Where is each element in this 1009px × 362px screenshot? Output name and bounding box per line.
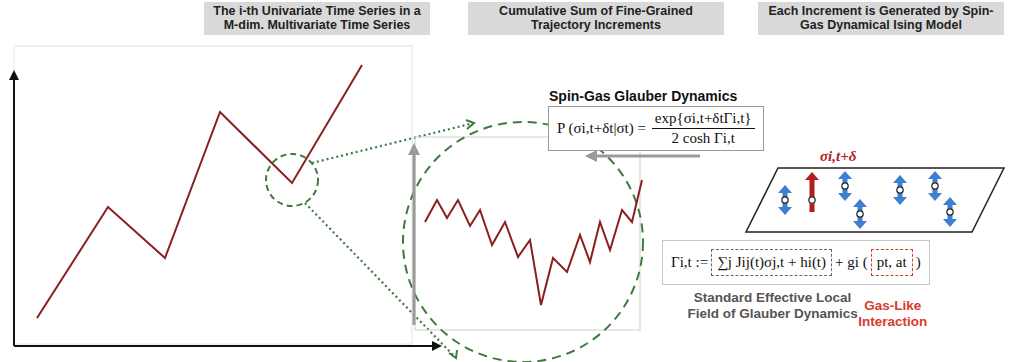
red-spin xyxy=(805,172,819,212)
zoom-arrowhead xyxy=(449,350,457,358)
spin-symbol xyxy=(853,199,867,229)
generation-arrow xyxy=(588,155,700,158)
formula-lhs: P (σi,t+δt|σt) = xyxy=(557,120,646,137)
formula-heading: Spin-Gas Glauber Dynamics xyxy=(549,88,737,104)
spin-symbol xyxy=(893,175,907,205)
plot-frame xyxy=(14,46,412,344)
time-series-line xyxy=(37,65,362,318)
formula-term: pt, at xyxy=(877,254,907,270)
spin-symbol xyxy=(928,171,942,201)
annotation-label: Standard Effective Local Field of Glaube… xyxy=(678,290,868,321)
formula-term: ∑j Jij(t)σj,t + hi(t) xyxy=(717,254,826,270)
zoom-arrowhead xyxy=(466,120,474,129)
header-text: The i-th Univariate Time Series in a M-d… xyxy=(209,4,425,33)
header-box: The i-th Univariate Time Series in a M-d… xyxy=(204,2,430,35)
dashed-box: pt, atGas-Like Interaction xyxy=(871,249,913,276)
spin-label: σi,t+δ xyxy=(820,148,856,165)
zoom-frame xyxy=(415,137,640,330)
zoom-line xyxy=(312,124,470,163)
x-axis xyxy=(14,345,440,347)
annotation-label: Gas-Like Interaction xyxy=(843,298,943,329)
increment-zigzag xyxy=(425,180,642,305)
formula-box: Γi,t :=∑j Jij(t)σj,t + hi(t)Standard Eff… xyxy=(662,240,930,285)
zoom-circle-large xyxy=(403,122,643,362)
numerator: exp{σi,t+δtΓi,t} xyxy=(652,110,755,129)
spin-lattice xyxy=(746,168,1004,232)
header-text: Each Increment is Generated by Spin-Gas … xyxy=(763,4,999,33)
formula-box: Spin-Gas Glauber DynamicsP (σi,t+δt|σt) … xyxy=(548,106,764,151)
formula-term: ) xyxy=(916,254,921,271)
spin-symbol xyxy=(778,185,792,215)
y-axis xyxy=(13,72,15,346)
formula-lhs: Γi,t := xyxy=(671,254,708,271)
spin-symbol xyxy=(943,197,957,227)
denominator: 2 cosh Γi,t xyxy=(669,129,738,147)
spin-symbol xyxy=(838,171,852,201)
zoom-line xyxy=(305,203,455,357)
header-box: Cumulative Sum of Fine-Grained Trajector… xyxy=(468,2,724,35)
zoom-circle-small xyxy=(266,154,318,206)
header-text: Cumulative Sum of Fine-Grained Trajector… xyxy=(473,4,719,33)
fraction: exp{σi,t+δtΓi,t}2 cosh Γi,t xyxy=(652,110,755,147)
header-box: Each Increment is Generated by Spin-Gas … xyxy=(758,2,1004,35)
formula-term: + gi ( xyxy=(835,254,868,271)
cumulative-arrow xyxy=(413,146,416,325)
dashed-box: ∑j Jij(t)σj,t + hi(t)Standard Effective … xyxy=(711,249,832,276)
